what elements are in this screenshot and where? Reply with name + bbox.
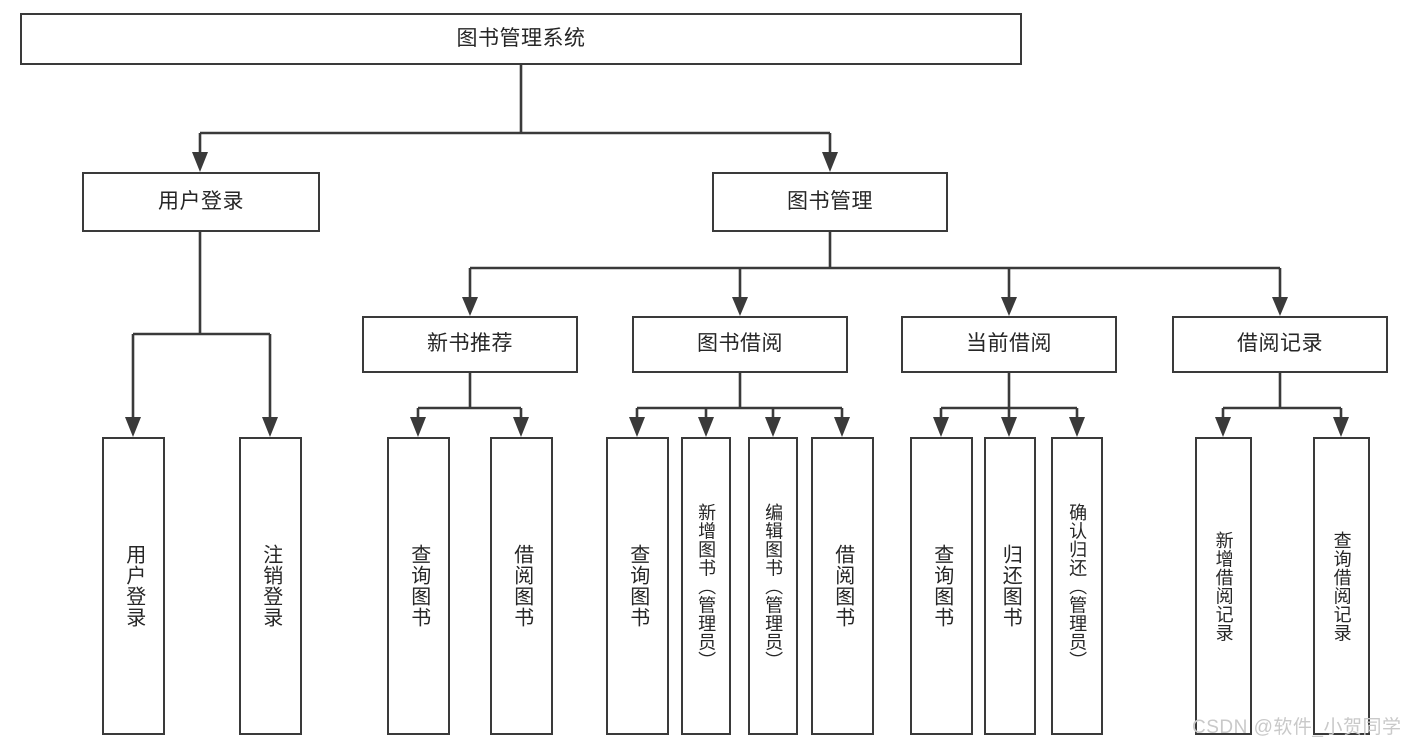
node-label: 图书管理系统	[456, 26, 586, 50]
leaf-add-borrow-record[interactable]: 新增借阅记录	[1195, 437, 1252, 735]
node-label: 查询借阅记录	[1331, 530, 1352, 642]
arrowhead-book-borrow	[732, 297, 748, 316]
leaf-borrow-book[interactable]: 借阅图书	[811, 437, 874, 735]
node-label: 图书管理	[787, 189, 873, 213]
arrowhead-bb-leaf3	[765, 417, 781, 437]
leaf-confirm-return-admin[interactable]: 确认归还（管理员）	[1051, 437, 1103, 735]
node-label: 新增图书（管理员）	[696, 502, 717, 670]
leaf-add-book-admin[interactable]: 新增图书（管理员）	[681, 437, 731, 735]
node-label: 用户登录	[158, 189, 244, 213]
node-book-borrow[interactable]: 图书借阅	[632, 316, 848, 373]
arrowhead-br-leaf2	[1333, 417, 1349, 437]
leaf-query-book-recommend[interactable]: 查询图书	[387, 437, 450, 735]
arrowhead-book-mgmt	[822, 152, 838, 172]
node-label: 查询图书	[407, 544, 430, 628]
node-label: 新书推荐	[427, 332, 513, 356]
arrowhead-bb-leaf1	[629, 417, 645, 437]
node-label: 查询图书	[626, 544, 649, 628]
leaf-borrow-book-recommend[interactable]: 借阅图书	[490, 437, 553, 735]
node-label: 归还图书	[999, 544, 1022, 628]
leaf-query-borrow-record[interactable]: 查询借阅记录	[1313, 437, 1370, 735]
arrowhead-new-book	[462, 297, 478, 316]
arrowhead-leaf-logout	[262, 417, 278, 437]
arrowhead-user-login	[192, 152, 208, 172]
leaf-query-book-borrow[interactable]: 查询图书	[606, 437, 669, 735]
arrowhead-borrow-record	[1272, 297, 1288, 316]
node-label: 图书借阅	[697, 332, 783, 356]
node-label: 当前借阅	[966, 332, 1052, 356]
node-label: 用户登录	[122, 544, 145, 628]
arrowhead-current-borrow	[1001, 297, 1017, 316]
node-user-login[interactable]: 用户登录	[82, 172, 320, 232]
arrowhead-leaf-user-login	[125, 417, 141, 437]
arrowhead-bb-leaf4	[834, 417, 850, 437]
node-label: 编辑图书（管理员）	[763, 502, 784, 670]
node-label: 借阅图书	[831, 544, 854, 628]
node-label: 查询图书	[930, 544, 953, 628]
arrowhead-nb-leaf1	[410, 417, 426, 437]
node-current-borrow[interactable]: 当前借阅	[901, 316, 1117, 373]
arrowhead-nb-leaf2	[513, 417, 529, 437]
arrowhead-cb-leaf3	[1069, 417, 1085, 437]
node-label: 新增借阅记录	[1213, 530, 1234, 642]
node-book-management[interactable]: 图书管理	[712, 172, 948, 232]
node-label: 借阅记录	[1237, 332, 1323, 356]
arrowhead-cb-leaf1	[933, 417, 949, 437]
watermark: CSDN @软件_小贺同学	[1192, 717, 1402, 738]
node-label: 确认归还（管理员）	[1067, 502, 1088, 670]
leaf-query-book-current[interactable]: 查询图书	[910, 437, 973, 735]
node-label: 注销登录	[259, 544, 282, 628]
node-new-book-recommend[interactable]: 新书推荐	[362, 316, 578, 373]
leaf-edit-book-admin[interactable]: 编辑图书（管理员）	[748, 437, 798, 735]
node-borrow-record[interactable]: 借阅记录	[1172, 316, 1388, 373]
node-label: 借阅图书	[510, 544, 533, 628]
leaf-logout[interactable]: 注销登录	[239, 437, 302, 735]
leaf-return-book[interactable]: 归还图书	[984, 437, 1036, 735]
arrowhead-br-leaf1	[1215, 417, 1231, 437]
arrowhead-bb-leaf2	[698, 417, 714, 437]
node-root-system[interactable]: 图书管理系统	[20, 13, 1022, 65]
arrowhead-cb-leaf2	[1001, 417, 1017, 437]
leaf-user-login[interactable]: 用户登录	[102, 437, 165, 735]
